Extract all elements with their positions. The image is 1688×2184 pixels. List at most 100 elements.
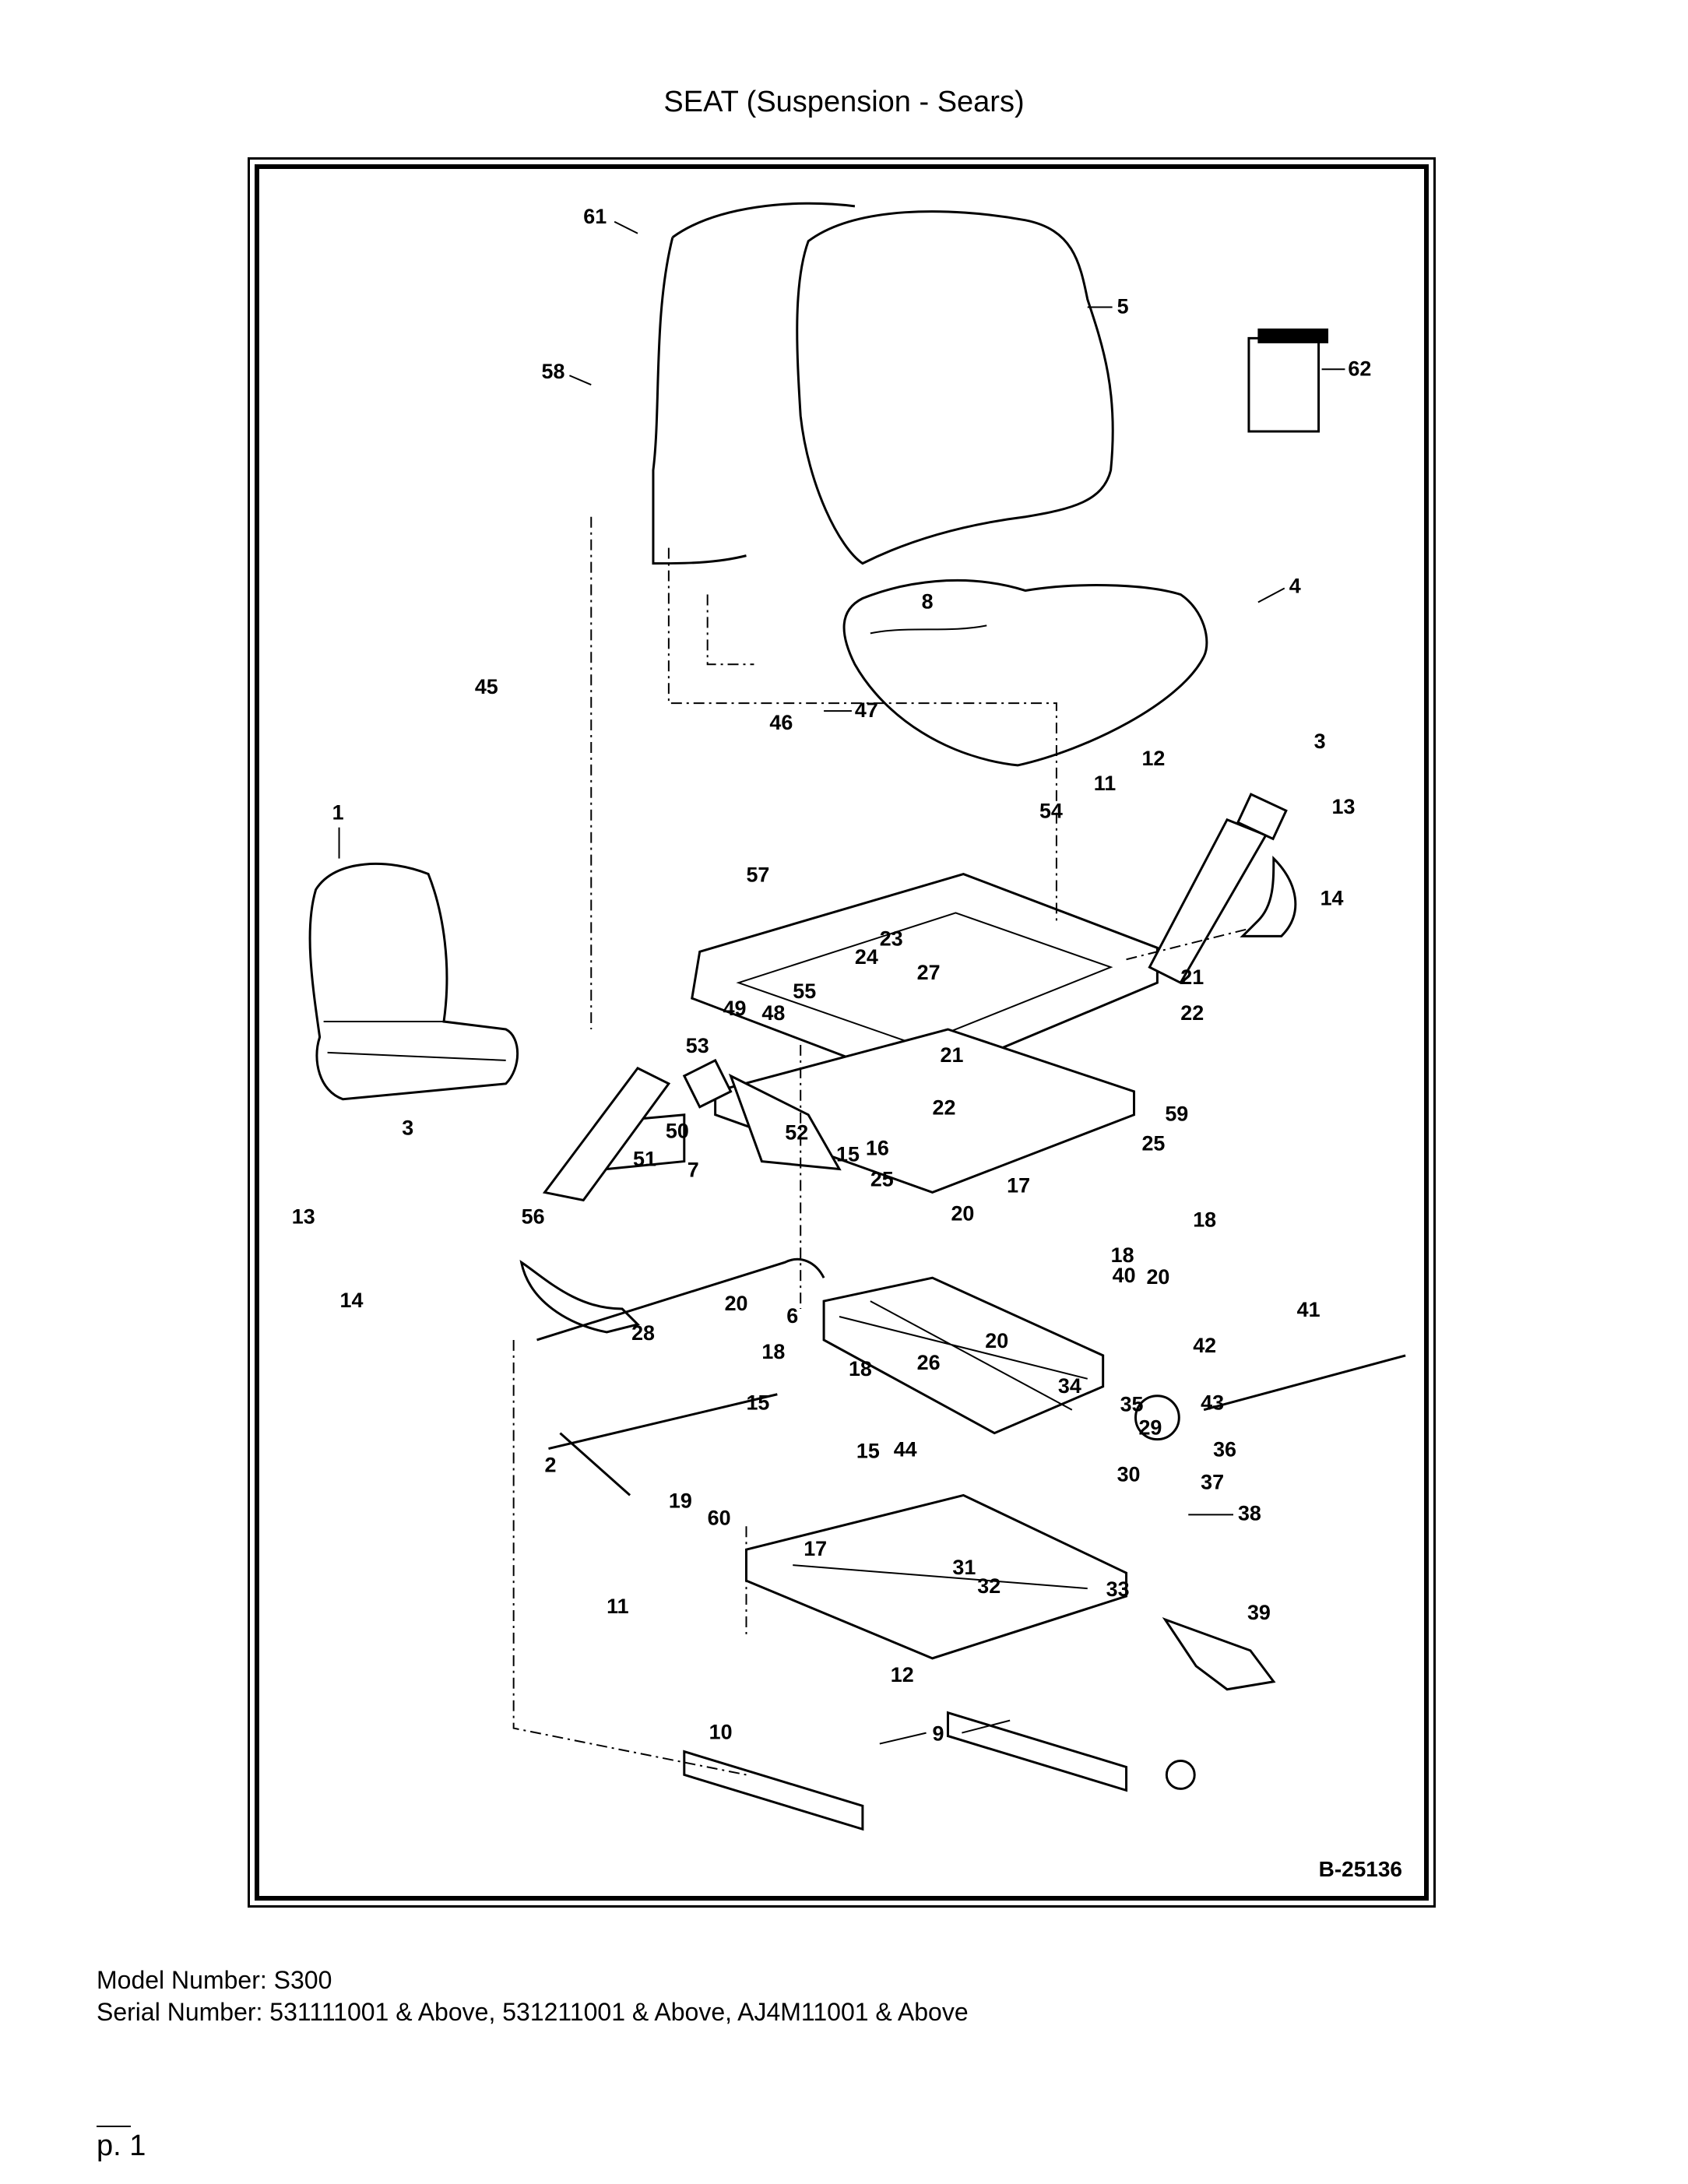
page-number: p. 1 xyxy=(97,2129,146,2162)
callout-41: 41 xyxy=(1297,1298,1321,1321)
callout-11: 11 xyxy=(607,1595,628,1618)
callout-27: 27 xyxy=(917,961,941,984)
callout-48: 48 xyxy=(761,1001,785,1025)
seat-pan-frame xyxy=(691,872,1159,1085)
callout-5: 5 xyxy=(1117,294,1129,318)
callout-24: 24 xyxy=(855,945,878,969)
pivot-pin xyxy=(548,1393,778,1451)
seat-back-cushion xyxy=(796,210,1114,565)
callout-42: 42 xyxy=(1193,1334,1216,1357)
callout-21: 21 xyxy=(941,1043,964,1067)
callout-40: 40 xyxy=(1113,1264,1136,1287)
callout-8: 8 xyxy=(922,589,934,613)
callout-38: 38 xyxy=(1238,1501,1261,1525)
callout-46: 46 xyxy=(769,711,793,734)
callout-4: 4 xyxy=(1289,574,1301,597)
cross-tube xyxy=(1203,1354,1406,1412)
callout-14: 14 xyxy=(340,1289,364,1312)
callout-49: 49 xyxy=(723,997,747,1020)
callout-61: 61 xyxy=(583,205,607,228)
callout-20: 20 xyxy=(1146,1265,1169,1289)
callout-35: 35 xyxy=(1120,1393,1144,1416)
callout-22: 22 xyxy=(1180,1001,1204,1025)
adjust-gear xyxy=(1134,1394,1180,1441)
seat-belt-right xyxy=(1148,818,1268,985)
callout-44: 44 xyxy=(894,1438,917,1461)
callout-25: 25 xyxy=(1141,1132,1165,1155)
callout-54: 54 xyxy=(1039,800,1063,823)
callout-36: 36 xyxy=(1213,1438,1236,1461)
callout-16: 16 xyxy=(866,1137,889,1160)
diagram-frame: 61 5 62 58 4 8 45 46 47 3 12 11 13 54 1 … xyxy=(248,157,1436,1908)
callout-15: 15 xyxy=(856,1440,880,1463)
callout-18: 18 xyxy=(1111,1243,1134,1267)
callout-18: 18 xyxy=(1193,1208,1216,1231)
callout-53: 53 xyxy=(686,1034,709,1057)
callout-31: 31 xyxy=(952,1556,976,1579)
callout-34: 34 xyxy=(1058,1374,1081,1398)
height-adjust-handle xyxy=(1162,1617,1276,1691)
callout-10: 10 xyxy=(709,1721,733,1744)
serial-number: Serial Number: 531111001 & Above, 531211… xyxy=(97,1998,969,2026)
callout-30: 30 xyxy=(1117,1462,1141,1486)
seat-belt-left xyxy=(542,1066,671,1202)
callout-3: 3 xyxy=(1314,730,1326,753)
callout-47: 47 xyxy=(855,698,878,722)
callout-60: 60 xyxy=(708,1506,731,1529)
callout-19: 19 xyxy=(669,1489,692,1512)
callout-26: 26 xyxy=(917,1351,941,1374)
callout-43: 43 xyxy=(1201,1391,1224,1415)
side-bracket xyxy=(728,1073,842,1171)
seat-bottom-cushion xyxy=(842,579,1208,767)
callout-12: 12 xyxy=(891,1663,914,1686)
callout-52: 52 xyxy=(785,1121,808,1145)
callout-15: 15 xyxy=(746,1391,769,1415)
callout-17: 17 xyxy=(1007,1173,1030,1197)
callout-23: 23 xyxy=(880,927,903,950)
page-title: SEAT (Suspension - Sears) xyxy=(663,86,1025,118)
callout-21: 21 xyxy=(1180,965,1204,989)
callout-29: 29 xyxy=(1138,1416,1162,1440)
callout-55: 55 xyxy=(793,979,816,1003)
callout-20: 20 xyxy=(985,1329,1008,1352)
callout-3: 3 xyxy=(402,1117,413,1140)
callout-14: 14 xyxy=(1321,886,1344,909)
callout-17: 17 xyxy=(804,1537,827,1560)
slide-rail-right xyxy=(946,1711,1128,1792)
cable-rod xyxy=(536,1257,825,1342)
belt-anchor-right xyxy=(1240,855,1297,937)
callout-13: 13 xyxy=(1332,795,1356,818)
belt-anchor-left xyxy=(519,1259,640,1334)
scissor-frame-upper xyxy=(822,1276,1105,1435)
callout-25: 25 xyxy=(870,1167,894,1190)
callout-9: 9 xyxy=(933,1722,944,1746)
model-number: Model Number: S300 xyxy=(97,1966,332,1994)
shock-absorber xyxy=(559,1432,631,1496)
callout-28: 28 xyxy=(631,1321,655,1345)
callout-59: 59 xyxy=(1165,1103,1188,1126)
complete-seat-thumbnail xyxy=(308,862,519,1101)
callout-50: 50 xyxy=(666,1120,689,1143)
callout-32: 32 xyxy=(977,1574,1000,1598)
callout-51: 51 xyxy=(633,1148,656,1171)
callout-15: 15 xyxy=(836,1143,860,1166)
callout-22: 22 xyxy=(933,1096,956,1120)
callout-6: 6 xyxy=(786,1304,798,1328)
callout-18: 18 xyxy=(849,1357,872,1380)
callout-20: 20 xyxy=(725,1292,748,1315)
seat-label-tag xyxy=(1247,336,1321,433)
callout-2: 2 xyxy=(545,1453,557,1476)
figure-reference-code: B-25136 xyxy=(1318,1857,1402,1881)
callout-45: 45 xyxy=(475,675,498,698)
callout-56: 56 xyxy=(522,1205,545,1228)
slide-rail-left xyxy=(683,1750,864,1831)
callout-57: 57 xyxy=(746,863,769,887)
footer-rule xyxy=(97,2126,131,2127)
callout-18: 18 xyxy=(761,1340,785,1363)
callout-7: 7 xyxy=(688,1158,699,1181)
callout-39: 39 xyxy=(1247,1601,1271,1624)
callout-12: 12 xyxy=(1141,747,1165,770)
diagram-inner-border xyxy=(255,164,1429,1901)
callout-1: 1 xyxy=(332,801,344,825)
callout-13: 13 xyxy=(292,1205,315,1228)
